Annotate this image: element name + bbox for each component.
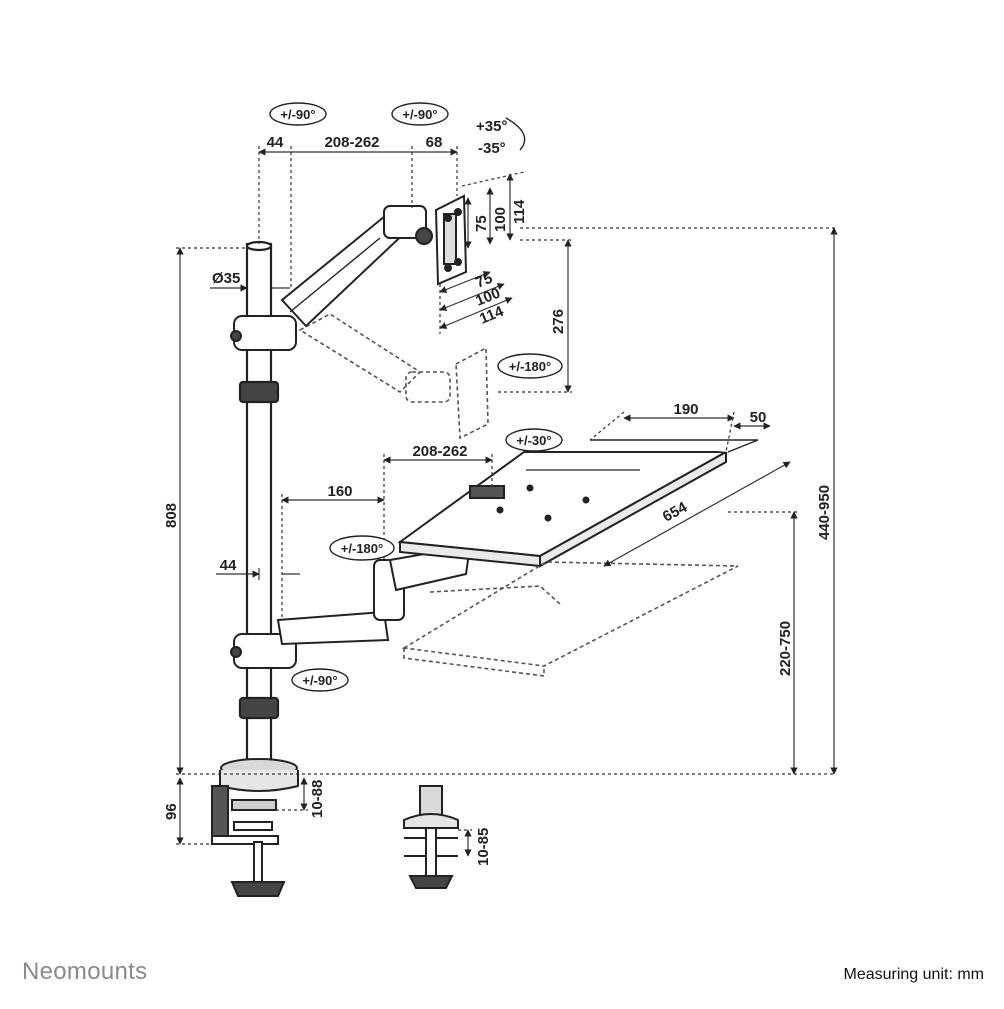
upper-arm-ghost-position bbox=[298, 313, 489, 440]
rotation-keyboard-tilt: +/-30° bbox=[516, 433, 551, 448]
tilt-up-label: +35° bbox=[476, 118, 507, 135]
rotation-monitor: +/-180° bbox=[509, 359, 551, 374]
dim-tray-length: 654 bbox=[660, 498, 691, 525]
brand-logo-text: Neomounts bbox=[22, 958, 148, 985]
dim-lower-reach: 160 bbox=[327, 483, 352, 500]
dim-total-height: 440-950 bbox=[816, 485, 833, 540]
dim-lower-arm-length: 208-262 bbox=[412, 443, 467, 460]
rotation-labels: +/-90° +/-90° +35° -35° +/-180° +/-30° +… bbox=[280, 107, 551, 688]
rotation-top-right: +/-90° bbox=[402, 107, 437, 122]
rotation-top-left: +/-90° bbox=[280, 107, 315, 122]
dim-base-height: 96 bbox=[163, 803, 180, 820]
dim-tray-width: 190 bbox=[673, 401, 698, 418]
dim-clamp-range: 10-88 bbox=[309, 780, 326, 818]
dimension-lines bbox=[176, 146, 838, 857]
dim-lower-offset: 44 bbox=[220, 557, 237, 574]
rotation-lower-joint: +/-180° bbox=[341, 541, 383, 556]
rotation-badges bbox=[269, 102, 563, 692]
dim-head-depth: 68 bbox=[426, 134, 443, 151]
rotation-lower-base: +/-90° bbox=[302, 673, 337, 688]
desk-clamp bbox=[211, 758, 299, 897]
lower-keyboard-arm bbox=[230, 544, 472, 669]
dim-vesa-w-75: 75 bbox=[473, 270, 495, 292]
measuring-unit-note: Measuring unit: mm bbox=[843, 966, 985, 983]
dim-vesa-h-100: 100 bbox=[492, 207, 509, 232]
dimension-labels: 44 208-262 68 Ø35 75 100 114 75 100 114 … bbox=[163, 134, 833, 866]
dim-grommet-range: 10-85 bbox=[475, 828, 492, 866]
dim-upper-arm-length: 208-262 bbox=[324, 134, 379, 151]
tilt-down-label: -35° bbox=[478, 140, 506, 157]
dim-pole-height: 808 bbox=[163, 503, 180, 528]
grommet-clamp bbox=[403, 785, 459, 889]
dim-vesa-h-114: 114 bbox=[511, 199, 528, 224]
dim-monitor-drop: 276 bbox=[550, 309, 567, 334]
dim-tray-extension: 50 bbox=[750, 409, 767, 426]
dim-pole-diameter: Ø35 bbox=[212, 270, 240, 287]
upper-monitor-arm bbox=[230, 205, 433, 351]
dim-tray-height: 220-750 bbox=[777, 621, 794, 676]
vesa-plate bbox=[434, 194, 468, 286]
dim-vesa-h-75: 75 bbox=[473, 215, 490, 232]
dim-upper-offset: 44 bbox=[267, 134, 284, 151]
keyboard-tray-ghost-position bbox=[401, 561, 739, 677]
